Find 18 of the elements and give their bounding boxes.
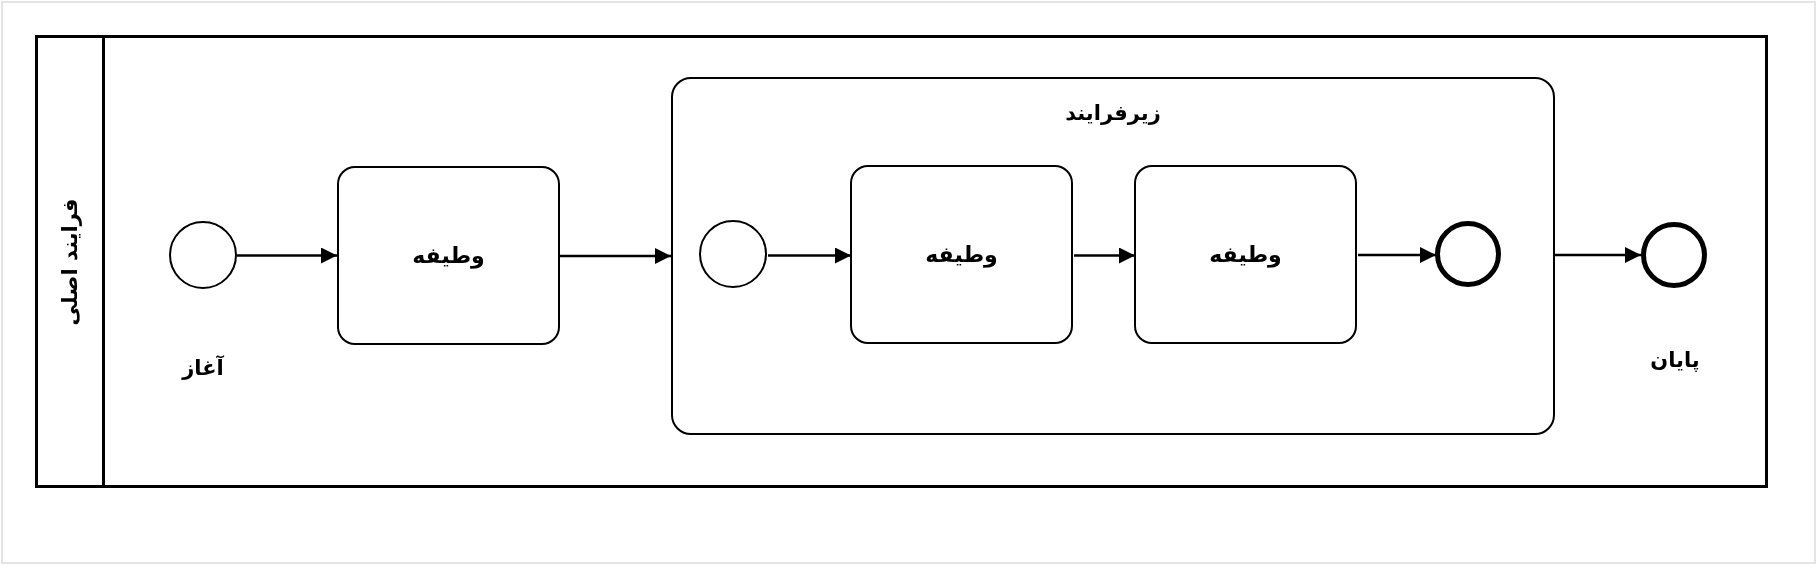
- pool: [35, 35, 1768, 488]
- arrow: [1555, 247, 1641, 263]
- arrow: [1358, 247, 1436, 263]
- task-label: وطیفه: [1209, 242, 1282, 267]
- event-label: آغاز: [180, 356, 225, 380]
- task-box: [1134, 165, 1357, 344]
- pool-label: فرایند اصلی: [58, 197, 82, 326]
- arrow: [237, 247, 337, 264]
- subprocess-box: [671, 77, 1555, 435]
- task-label: وطیفه: [925, 242, 998, 267]
- arrow: [1074, 247, 1135, 264]
- arrow: [768, 247, 851, 264]
- task-box: [850, 165, 1073, 344]
- arrow: [560, 248, 671, 264]
- event-label: پایان: [1649, 348, 1701, 372]
- task-box: [337, 166, 560, 345]
- subprocess-title: زیرفرایند: [1064, 101, 1162, 125]
- task-label: وطیفه: [412, 243, 485, 268]
